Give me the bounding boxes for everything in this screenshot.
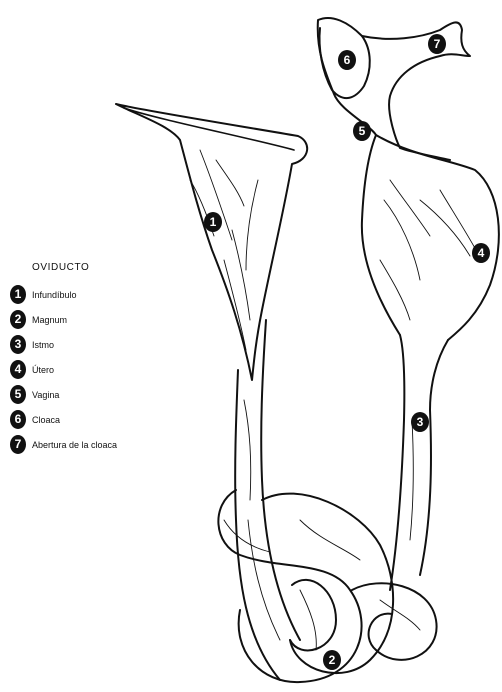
legend-label: Cloaca	[32, 415, 60, 425]
isthmus-coil	[352, 583, 437, 660]
marker-1-infundibulo: 1	[204, 212, 222, 232]
magnum-coil-outer	[218, 490, 361, 682]
legend-label: Útero	[32, 365, 54, 375]
vagina-outline	[318, 18, 470, 160]
uterus-outline	[362, 135, 499, 340]
number-6-badge: 6	[10, 410, 26, 429]
marker-2-magnum: 2	[323, 650, 341, 670]
legend-item-abertura: 7 Abertura de la cloaca	[10, 435, 190, 454]
magnum-right-wall	[261, 320, 300, 640]
number-4-badge: 4	[10, 360, 26, 379]
legend-item-magnum: 2 Magnum	[10, 310, 190, 329]
magnum-coil-loop	[290, 580, 336, 651]
marker-7-abertura: 7	[428, 34, 446, 54]
legend-item-utero: 4 Útero	[10, 360, 190, 379]
marker-3-istmo: 3	[411, 412, 429, 432]
legend: OVIDUCTO 1 Infundíbulo 2 Magnum 3 Istmo …	[10, 262, 190, 460]
marker-5-vagina: 5	[353, 121, 371, 141]
isthmus-right-wall	[420, 340, 448, 575]
number-5-badge: 5	[10, 385, 26, 404]
marker-4-utero: 4	[472, 243, 490, 263]
legend-label: Vagina	[32, 390, 59, 400]
legend-item-cloaca: 6 Cloaca	[10, 410, 190, 429]
number-3-badge: 3	[10, 335, 26, 354]
legend-label: Infundíbulo	[32, 290, 77, 300]
number-1-badge: 1	[10, 285, 26, 304]
legend-item-infundibulo: 1 Infundíbulo	[10, 285, 190, 304]
number-7-badge: 7	[10, 435, 26, 454]
isthmus-left-wall	[390, 335, 404, 590]
legend-label: Abertura de la cloaca	[32, 440, 117, 450]
marker-6-cloaca: 6	[338, 50, 356, 70]
legend-title: OVIDUCTO	[32, 262, 190, 273]
legend-item-vagina: 5 Vagina	[10, 385, 190, 404]
magnum-left-wall	[235, 370, 280, 680]
legend-item-istmo: 3 Istmo	[10, 335, 190, 354]
legend-label: Istmo	[32, 340, 54, 350]
legend-label: Magnum	[32, 315, 67, 325]
number-2-badge: 2	[10, 310, 26, 329]
